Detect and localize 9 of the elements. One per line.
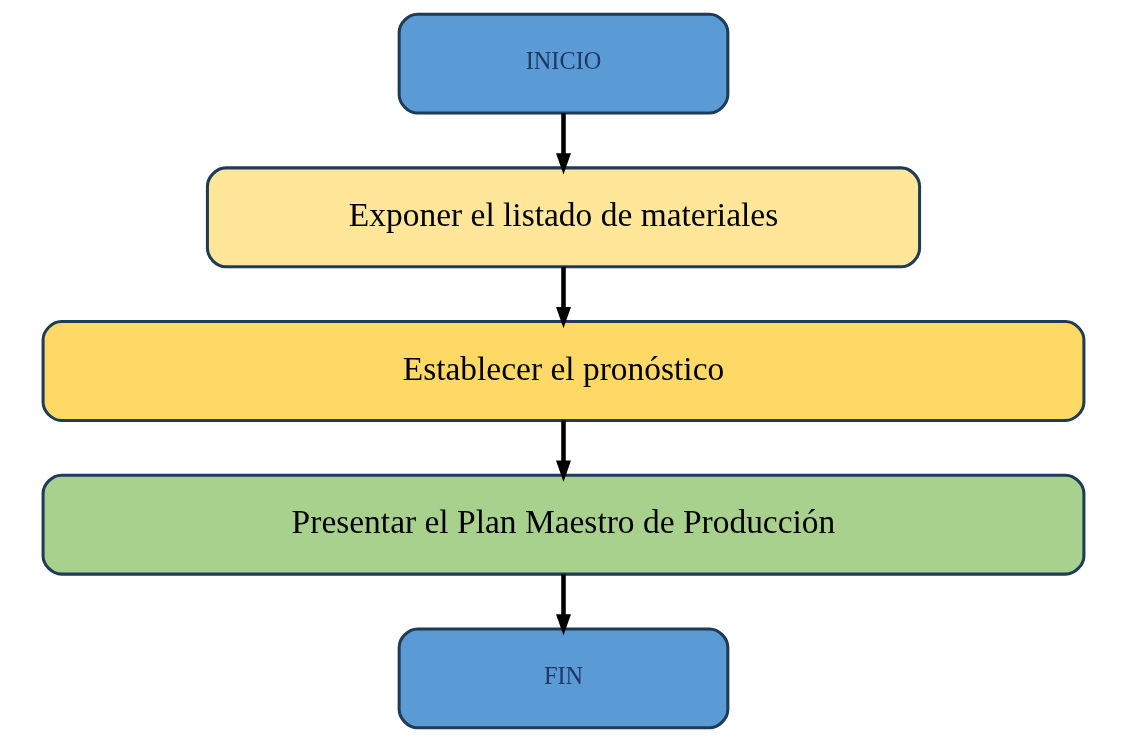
arrow bbox=[555, 113, 571, 175]
node-box: FIN bbox=[397, 627, 729, 730]
arrow bbox=[555, 574, 571, 636]
arrow bbox=[555, 420, 571, 482]
node-box: Establecer el pronóstico bbox=[41, 320, 1085, 422]
arrow bbox=[555, 266, 571, 329]
node-box: Presentar el Plan Maestro de Producción bbox=[41, 473, 1085, 576]
node-box: Exponer el listado de materiales bbox=[205, 166, 921, 269]
node-box: INICIO bbox=[397, 12, 729, 115]
